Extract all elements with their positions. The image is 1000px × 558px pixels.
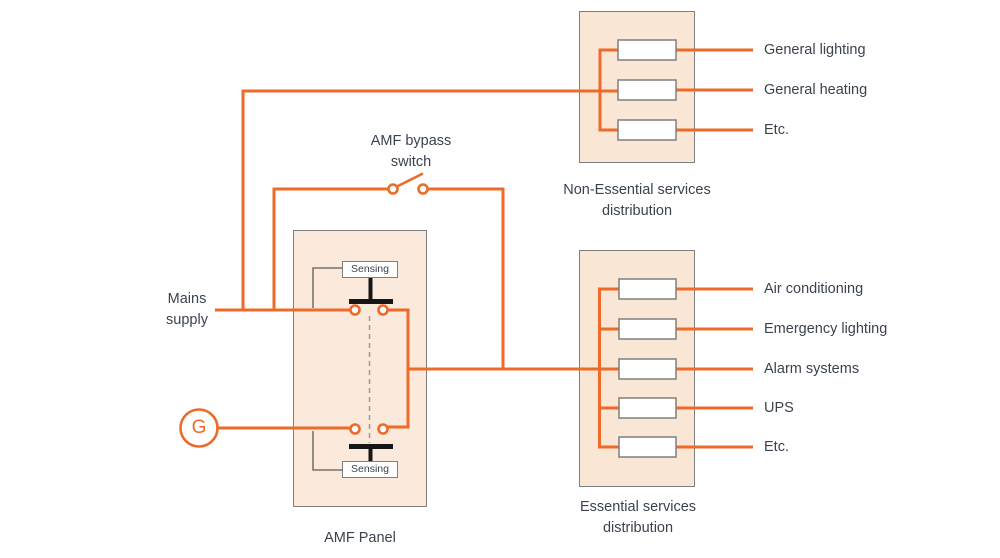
breaker-air-conditioning	[618, 278, 677, 300]
sensing-box-bottom: Sensing	[342, 461, 398, 478]
non-essential-caption: Non-Essential services distribution	[563, 182, 711, 219]
wire-bypass-to-output	[427, 187, 505, 370]
circuit-label-general-lighting: General lighting	[764, 42, 866, 58]
sensing-box-top: Sensing	[342, 261, 398, 278]
amf-bypass-switch-label: AMF bypass switch	[370, 133, 452, 170]
generator-symbol: G	[191, 417, 207, 438]
circuit-label-ne-etc: Etc.	[764, 122, 789, 138]
circuit-label-ups: UPS	[764, 400, 794, 416]
breaker-ne-etc	[617, 119, 677, 141]
circuit-label-e-etc: Etc.	[764, 439, 789, 455]
circuit-label-alarm-systems: Alarm systems	[764, 361, 860, 377]
circuit-label-emergency-lighting: Emergency lighting	[764, 321, 888, 337]
contact-gen-left	[349, 423, 361, 435]
generator-circle	[179, 408, 219, 448]
breaker-general-lighting	[617, 39, 677, 61]
essential-caption: Essential services distribution	[579, 499, 697, 536]
bypass-terminal-left	[387, 183, 399, 195]
wire-amf-contact-bus	[387, 308, 410, 429]
sense-wire-generator	[312, 431, 342, 471]
breaker-alarm-systems	[618, 358, 677, 380]
wire-mains-to-bypass	[272, 187, 388, 310]
circuit-label-air-conditioning: Air conditioning	[764, 281, 864, 297]
breaker-e-etc	[618, 436, 677, 458]
wire-essential-bus	[598, 287, 619, 449]
bypass-terminal-right	[417, 183, 429, 195]
wire-mains-to-non-essential	[241, 89, 618, 310]
contact-mains-right	[377, 304, 389, 316]
sense-wire-mains	[312, 267, 342, 308]
mains-supply-label: Mains supply	[166, 291, 208, 328]
wire-non-essential-bus	[598, 48, 618, 132]
breaker-general-heating	[617, 79, 677, 101]
circuit-label-general-heating: General heating	[764, 82, 868, 98]
breaker-emergency-lighting	[618, 318, 677, 340]
contact-mains-left	[349, 304, 361, 316]
amf-panel-label: AMF Panel	[324, 530, 396, 546]
sensing-top-label: Sensing	[351, 263, 389, 275]
contact-gen-right	[377, 423, 389, 435]
bypass-switch-blade	[394, 172, 424, 189]
breaker-ups	[618, 397, 677, 419]
sensing-bottom-label: Sensing	[351, 463, 389, 475]
